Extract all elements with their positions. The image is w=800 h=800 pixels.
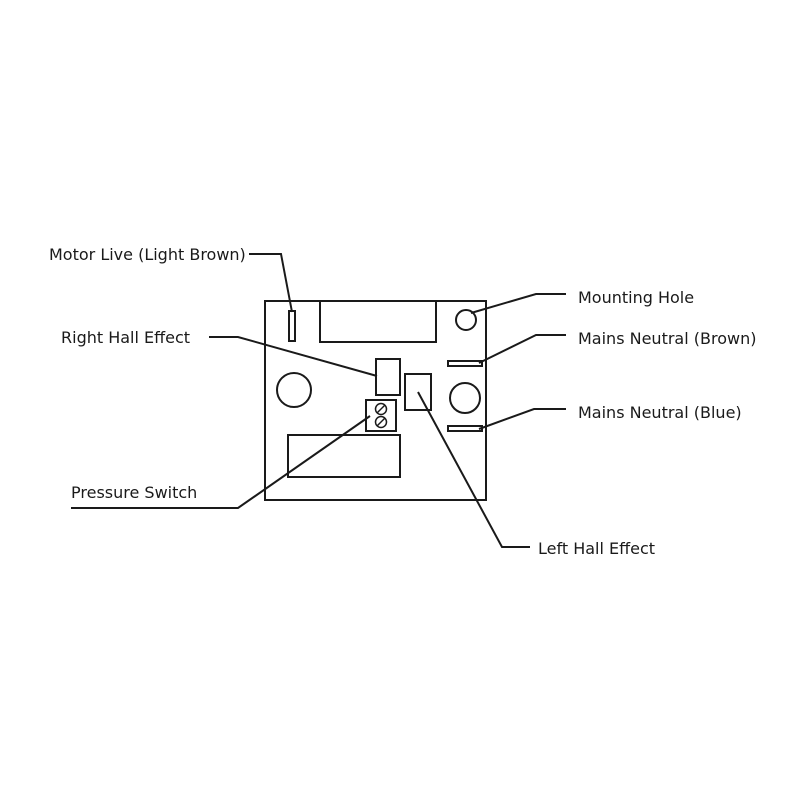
label-mounting-hole: Mounting Hole bbox=[578, 288, 694, 307]
leader-mains-neutral-blue bbox=[478, 408, 566, 430]
leader-motor-live bbox=[249, 253, 293, 313]
label-mains-neutral-blue: Mains Neutral (Blue) bbox=[578, 403, 742, 422]
label-pressure-switch: Pressure Switch bbox=[71, 483, 197, 502]
motor-live-terminal bbox=[288, 310, 296, 342]
pressure-switch-screw-icon bbox=[374, 415, 388, 429]
mains-neutral-brown-terminal bbox=[447, 360, 483, 367]
label-motor-live: Motor Live (Light Brown) bbox=[49, 245, 246, 264]
mains-neutral-blue-terminal bbox=[447, 425, 483, 432]
pressure-switch-block bbox=[365, 399, 397, 432]
leader-left-hall-effect bbox=[417, 391, 530, 548]
label-mains-neutral-brown: Mains Neutral (Brown) bbox=[578, 329, 756, 348]
pressure-switch-screw-icon bbox=[374, 402, 388, 416]
mounting-hole bbox=[455, 309, 477, 331]
top-component bbox=[319, 300, 437, 343]
label-left-hall-effect: Left Hall Effect bbox=[538, 539, 655, 558]
right-large-hole bbox=[449, 382, 481, 414]
bottom-component bbox=[287, 434, 401, 478]
right-hall-effect-sensor bbox=[375, 358, 401, 396]
left-hall-effect-sensor bbox=[404, 373, 432, 411]
label-right-hall-effect: Right Hall Effect bbox=[61, 328, 190, 347]
leader-mounting-hole bbox=[470, 293, 566, 314]
leader-right-hall-effect bbox=[209, 336, 378, 377]
leader-mains-neutral-brown bbox=[478, 334, 566, 364]
leader-pressure-switch bbox=[71, 415, 371, 509]
left-large-hole bbox=[276, 372, 312, 408]
